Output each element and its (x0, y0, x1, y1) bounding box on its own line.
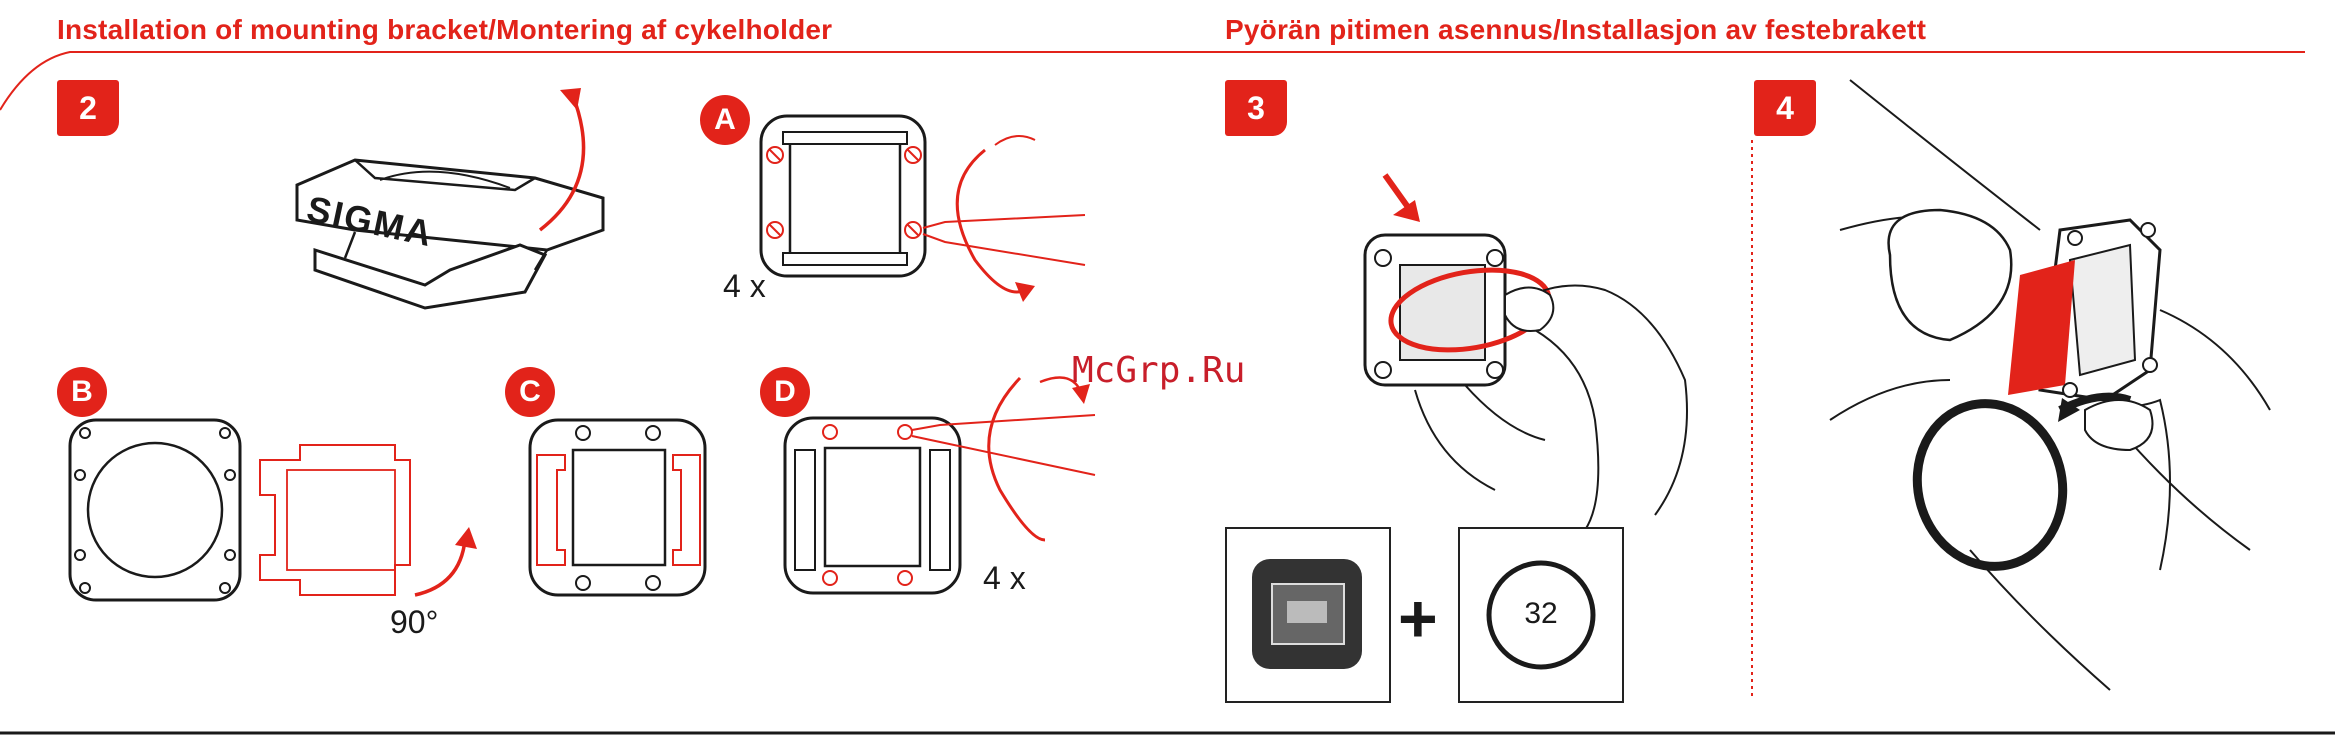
footer-rule (0, 730, 2335, 736)
heading-left: Installation of mounting bracket/Monteri… (57, 14, 832, 46)
step-badge-2: 2 (57, 80, 119, 136)
step3-hand-bracket-illustration (1355, 170, 1715, 530)
bracket-c-illustration (525, 415, 715, 605)
thumbnail-ring: 32 (1458, 527, 1624, 703)
count-label-a: 4 x (723, 268, 766, 305)
watermark: McGrp.Ru (1072, 350, 1245, 391)
rotation-label: 90° (390, 604, 438, 641)
thumbnail-bracket (1225, 527, 1391, 703)
heading-right: Pyörän pitimen asennus/Installasjon av f… (1225, 14, 1926, 46)
sigma-mount-illustration: SIGMA (285, 80, 615, 330)
ring-size-label: 32 (1460, 597, 1622, 631)
count-label-d: 4 x (983, 560, 1026, 597)
bracket-a-illustration (755, 110, 1095, 320)
step4-hand-illustration (1830, 80, 2270, 690)
step-badge-4: 4 (1754, 80, 1816, 136)
step-badge-3: 3 (1225, 80, 1287, 136)
substep-a: A (700, 95, 750, 145)
plus-sign: + (1398, 580, 1438, 658)
bracket-b-illustration (65, 415, 485, 635)
section-divider (1750, 140, 1754, 700)
bracket-d-illustration (780, 370, 1100, 610)
substep-b: B (57, 367, 107, 417)
substep-c: C (505, 367, 555, 417)
